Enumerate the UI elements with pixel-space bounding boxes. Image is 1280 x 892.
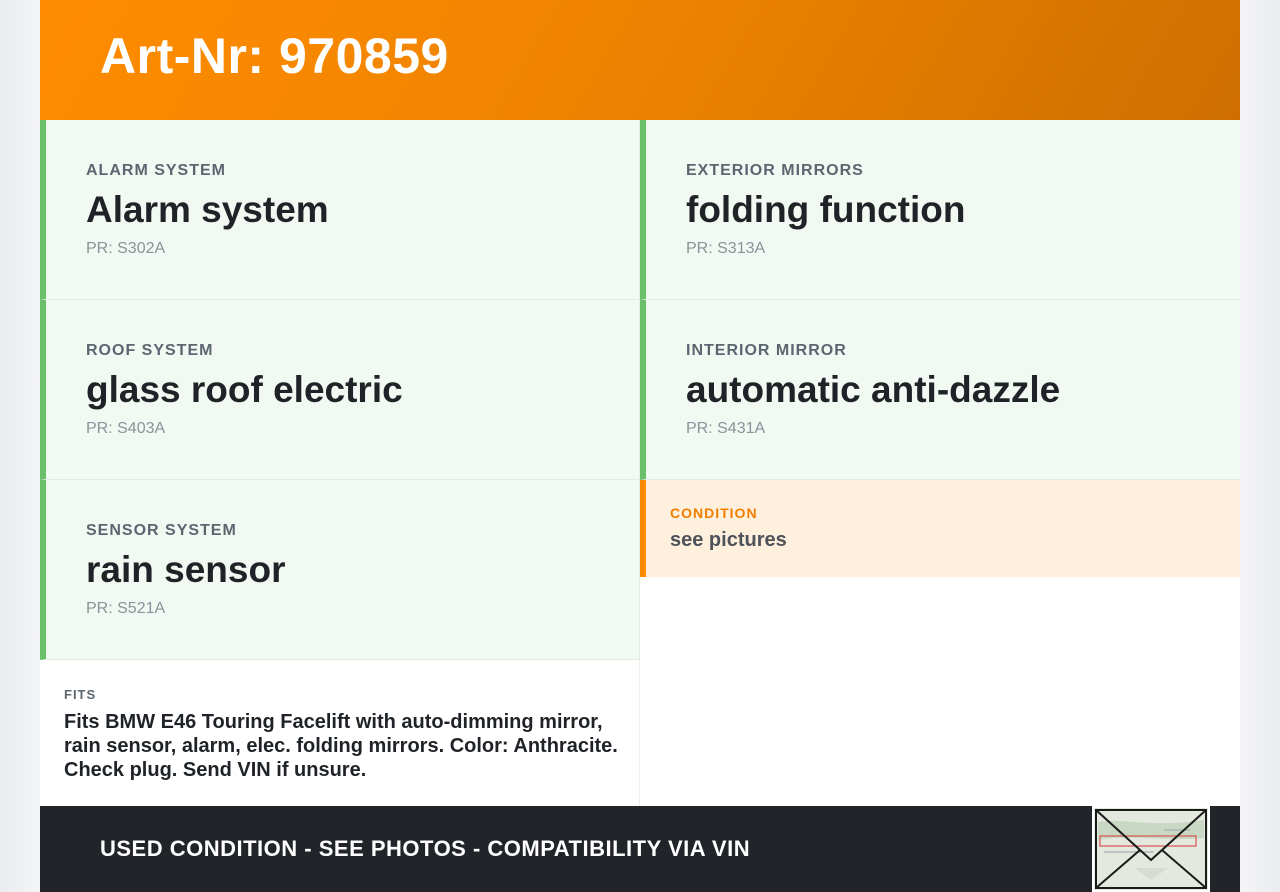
label-thumbnail-image[interactable]	[1092, 806, 1210, 892]
spec-value: automatic anti-dazzle	[686, 369, 1061, 410]
specs-left-column: ALARM SYSTEM Alarm system PR: S302A ROOF…	[40, 120, 640, 660]
spec-value: folding function	[686, 189, 966, 230]
article-number-title: Art-Nr: 970859	[100, 28, 449, 84]
spec-value: Alarm system	[86, 189, 329, 230]
spec-value: glass roof electric	[86, 369, 403, 410]
footer-notice: USED CONDITION - SEE PHOTOS - COMPATIBIL…	[100, 836, 751, 861]
condition-card: CONDITION see pictures	[640, 480, 1240, 577]
spec-card-alarm: ALARM SYSTEM Alarm system PR: S302A	[40, 120, 640, 300]
spec-pr-code: PR: S431A	[686, 420, 766, 437]
condition-label: CONDITION	[670, 505, 758, 521]
spec-card-sensor: SENSOR SYSTEM rain sensor PR: S521A	[40, 480, 640, 660]
envelope-icon	[1094, 808, 1208, 890]
spec-pr-code: PR: S313A	[686, 240, 766, 257]
spec-category: ALARM SYSTEM	[86, 162, 226, 179]
spec-pr-code: PR: S521A	[86, 600, 166, 617]
fits-description: Fits BMW E46 Touring Facelift with auto-…	[64, 711, 618, 781]
spec-card-exterior-mirrors: EXTERIOR MIRRORS folding function PR: S3…	[640, 120, 1240, 300]
fits-section: FITS Fits BMW E46 Touring Facelift with …	[40, 660, 640, 806]
spec-category: INTERIOR MIRROR	[686, 342, 847, 359]
spec-value: rain sensor	[86, 549, 286, 590]
specs-right-column: EXTERIOR MIRRORS folding function PR: S3…	[640, 120, 1240, 577]
spec-category: SENSOR SYSTEM	[86, 522, 237, 539]
spec-category: EXTERIOR MIRRORS	[686, 162, 864, 179]
spec-pr-code: PR: S302A	[86, 240, 166, 257]
spec-card-roof: ROOF SYSTEM glass roof electric PR: S403…	[40, 300, 640, 480]
header-banner: Art-Nr: 970859	[40, 0, 1240, 120]
spec-pr-code: PR: S403A	[86, 420, 166, 437]
spec-category: ROOF SYSTEM	[86, 342, 214, 359]
product-sheet: Art-Nr: 970859 ALARM SYSTEM Alarm system…	[40, 0, 1240, 892]
spec-card-interior-mirror: INTERIOR MIRROR automatic anti-dazzle PR…	[640, 300, 1240, 480]
fits-label: FITS	[64, 687, 97, 702]
condition-value: see pictures	[670, 529, 787, 551]
footer-bar: USED CONDITION - SEE PHOTOS - COMPATIBIL…	[40, 806, 1240, 892]
